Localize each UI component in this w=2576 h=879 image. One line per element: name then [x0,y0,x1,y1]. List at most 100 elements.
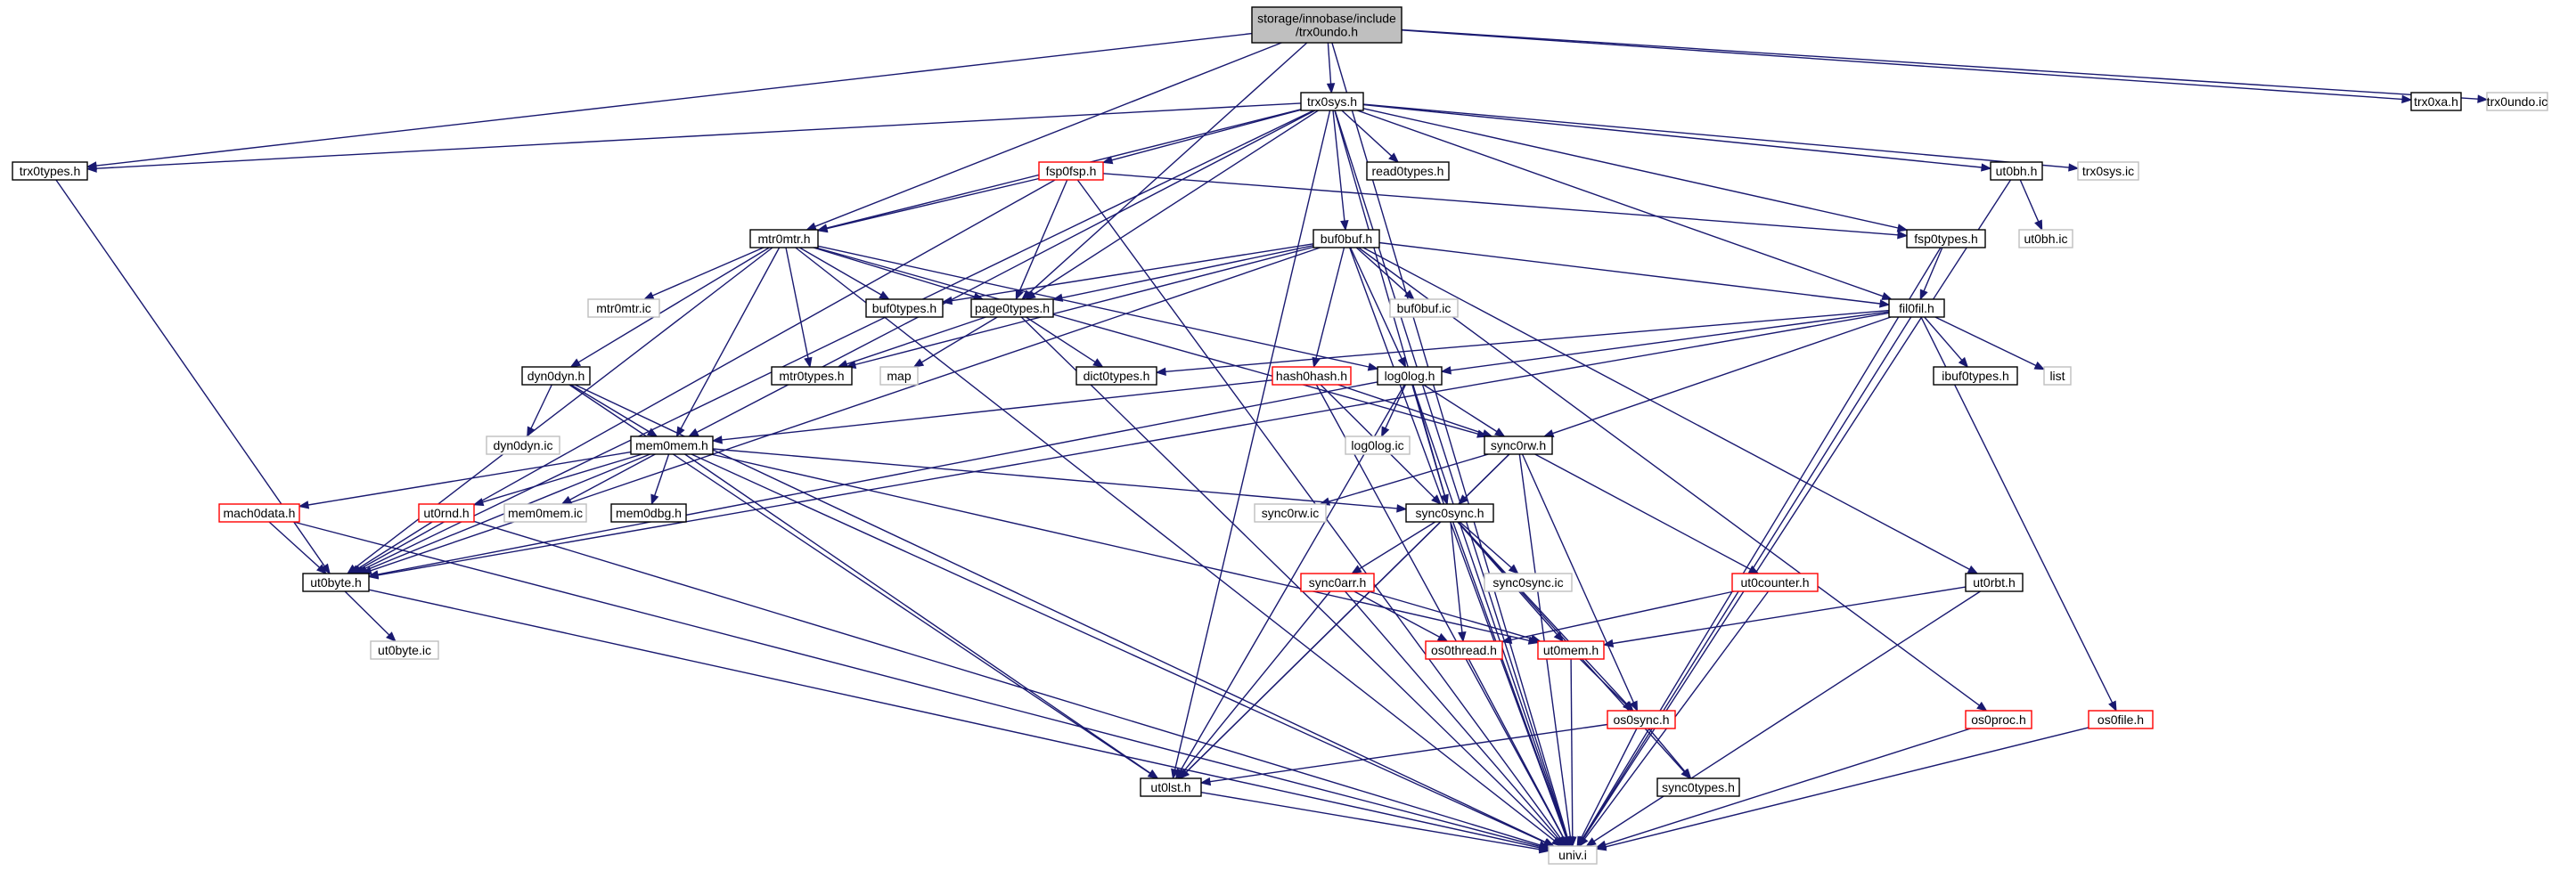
node-mach0data_h[interactable]: mach0data.h [218,503,300,523]
node-os0sync_h[interactable]: os0sync.h [1607,710,1676,729]
node-ibuf0types_h[interactable]: ibuf0types.h [1933,366,2018,386]
edge-page0types_h-to-mtr0types_h [837,316,986,369]
node-mem0mem_h[interactable]: mem0mem.h [630,435,714,455]
node-box [1140,777,1202,797]
node-read0types_h[interactable]: read0types.h [1366,161,1450,181]
node-fsp0fsp_h[interactable]: fsp0fsp.h [1038,161,1104,181]
node-univ_i[interactable]: univ.i [1548,845,1598,865]
node-dyn0dyn_h[interactable]: dyn0dyn.h [521,366,591,386]
node-sync0rw_h[interactable]: sync0rw.h [1484,435,1553,455]
node-ut0mem_h[interactable]: ut0mem.h [1537,640,1605,660]
node-log0log_ic[interactable]: log0log.ic [1345,435,1411,455]
node-mem0mem_ic[interactable]: mem0mem.ic [503,503,587,523]
node-ut0counter_h[interactable]: ut0counter.h [1731,573,1819,592]
node-label: mtr0mtr.h [757,232,810,246]
node-sync0sync_ic[interactable]: sync0sync.ic [1484,573,1573,592]
edge-line [1583,590,1770,840]
edge-line [1341,110,1393,157]
node-buf0buf_h[interactable]: buf0buf.h [1313,229,1380,248]
arrowhead-icon [941,296,953,305]
node-fsp0types_h[interactable]: fsp0types.h [1906,229,1986,248]
node-mem0dbg_h[interactable]: mem0dbg.h [610,503,687,523]
edge-fsp0fsp_h-to-page0types_h [1015,179,1068,301]
arrowhead-icon [1101,156,1114,165]
edge-line [368,589,1541,849]
node-sync0rw_ic[interactable]: sync0rw.ic [1254,503,1327,523]
arrowhead-icon [527,426,536,438]
node-box [370,640,439,660]
node-trx0xa_h[interactable]: trx0xa.h [2410,92,2462,111]
node-trx0sys_ic[interactable]: trx0sys.ic [2077,161,2139,181]
node-page0types_h[interactable]: page0types.h [970,298,1054,318]
node-os0thread_h[interactable]: os0thread.h [1425,640,1503,660]
node-label: list [2049,369,2065,383]
edge-buf0buf_h-to-buf0buf_ic [1355,247,1415,300]
edge-line [710,453,1530,641]
node-fil0fil_h[interactable]: fil0fil.h [1888,298,1945,318]
arrowhead-icon [569,358,582,368]
edge-line [817,245,1370,368]
node-os0proc_h[interactable]: os0proc.h [1965,710,2032,729]
node-mtr0mtr_ic[interactable]: mtr0mtr.ic [587,298,660,318]
arrowhead-icon [1440,493,1449,506]
node-box [1272,366,1352,386]
node-os0file_h[interactable]: os0file.h [2088,710,2154,729]
node-label: log0log.ic [1351,438,1403,452]
node-ut0rnd_h[interactable]: ut0rnd.h [418,503,475,523]
edge-buf0buf_h-to-ut0byte_h [361,247,1321,575]
node-sync0sync_h[interactable]: sync0sync.h [1405,503,1494,523]
arrowhead-icon [1388,152,1400,163]
node-ut0bh_h[interactable]: ut0bh.h [1990,161,2043,181]
node-sync0types_h[interactable]: sync0types.h [1656,777,1740,797]
node-label: univ.i [1558,848,1587,862]
edge-line [1582,247,1942,839]
node-box [1425,640,1503,660]
node-buf0types_h[interactable]: buf0types.h [865,298,944,318]
node-dyn0dyn_ic[interactable]: dyn0dyn.ic [486,435,560,455]
node-list[interactable]: list [2043,366,2072,386]
node-map[interactable]: map [879,366,919,386]
edge-line [795,247,1555,842]
node-trx0types_h[interactable]: trx0types.h [12,161,88,181]
node-buf0buf_ic[interactable]: buf0buf.ic [1389,298,1459,318]
node-trx0sys_h[interactable]: trx0sys.h [1300,92,1364,111]
node-ut0bh_ic[interactable]: ut0bh.ic [2018,229,2073,248]
node-box [2486,92,2548,111]
edge-line [377,312,1890,576]
arrowhead-icon [1177,768,1188,780]
edge-line [1401,29,2403,101]
node-ut0lst_h[interactable]: ut0lst.h [1140,777,1202,797]
node-ut0rbt_h[interactable]: ut0rbt.h [1965,573,2024,592]
edge-sync0arr_h-to-ut0mem_h [1368,590,1542,643]
node-box [1906,229,1986,248]
node-label: sync0types.h [1662,780,1735,794]
arrowhead-icon [1326,83,1336,94]
edge-line [1359,521,1436,570]
arrowhead-icon [642,291,655,300]
node-ut0byte_ic[interactable]: ut0byte.ic [370,640,439,660]
node-dict0types_h[interactable]: dict0types.h [1075,366,1157,386]
node-log0log_h[interactable]: log0log.h [1377,366,1443,386]
node-sync0arr_h[interactable]: sync0arr.h [1300,573,1375,592]
edge-line [2019,179,2040,223]
node-label: map [887,369,911,383]
arrowhead-icon [86,164,97,173]
edge-line [785,247,809,359]
node-box [2410,92,2462,111]
edge-line [1165,309,1890,372]
edge-buf0buf_h-to-log0log_h [1349,247,1406,369]
node-mtr0types_h[interactable]: mtr0types.h [771,366,853,386]
node-mtr0mtr_h[interactable]: mtr0mtr.h [749,229,819,248]
arrowhead-icon [879,290,890,300]
node-label: page0types.h [975,301,1050,315]
arrowhead-icon [1747,565,1760,574]
node-ut0byte_h[interactable]: ut0byte.h [302,573,370,592]
edge-line [1349,247,1402,360]
node-box [879,366,919,386]
arrowhead-icon [1897,231,1909,240]
node-hash0hash_h[interactable]: hash0hash.h [1272,366,1352,386]
node-label: mem0mem.ic [508,506,583,520]
node-trx0undo_ic[interactable]: trx0undo.ic [2486,92,2548,111]
edge-fsp0types_h-to-univ_i [1577,247,1942,848]
node-root[interactable]: storage/innobase/include/trx0undo.h [1251,6,1402,44]
